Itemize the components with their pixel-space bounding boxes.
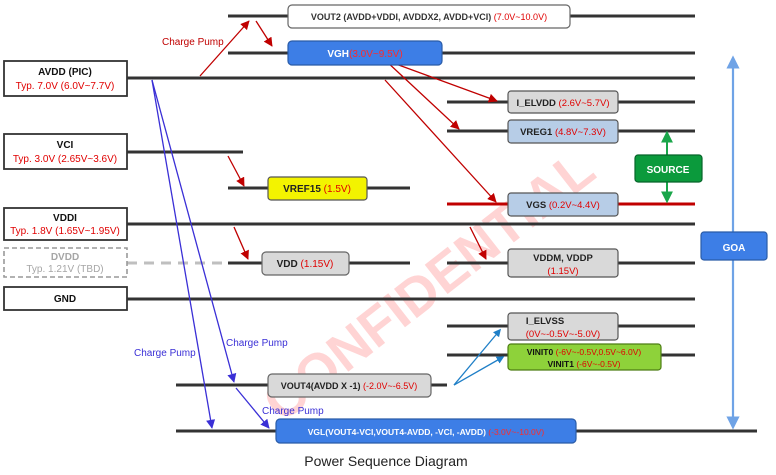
vgl-name: VGL(VOUT4-VCI,VOUT4-AVDD, -VCI, -AVDD) bbox=[308, 427, 489, 437]
box-vgs: VGS (0.2V~4.4V) bbox=[507, 192, 619, 217]
box-vgh: VGH(3.0V~9.5V) bbox=[287, 40, 443, 66]
svg-text:VGH(3.0V~9.5V): VGH(3.0V~9.5V) bbox=[327, 49, 402, 60]
box-vgl: VGL(VOUT4-VCI,VOUT4-AVDD, -VCI, -AVDD) (… bbox=[275, 418, 577, 444]
source-vddi: VDDI Typ. 1.8V (1.65V~1.95V) bbox=[3, 207, 128, 241]
avdd-name: AVDD (PIC) bbox=[38, 67, 92, 78]
source-name: SOURCE bbox=[647, 165, 690, 176]
vgs-range: (0.2V~4.4V) bbox=[549, 200, 600, 211]
dvdd-range: Typ. 1.21V (TBD) bbox=[26, 264, 103, 275]
vout2-name: VOUT2 (AVDD+VDDI, AVDDX2, AVDD+VCI) bbox=[311, 12, 494, 22]
vddm-name: VDDM, VDDP bbox=[533, 253, 593, 264]
teal-arrows bbox=[453, 328, 505, 386]
diagram-caption: Power Sequence Diagram bbox=[304, 453, 467, 469]
source-dvdd: DVDD Typ. 1.21V (TBD) bbox=[3, 247, 128, 278]
svg-text:VINIT0 (-6V~-0.5V,0.5V~6.0V): VINIT0 (-6V~-0.5V,0.5V~6.0V) bbox=[527, 347, 642, 357]
vgh-range: (3.0V~9.5V) bbox=[349, 49, 403, 60]
box-i-elvss: I_ELVSS (0V~-0.5V~-5.0V) bbox=[507, 312, 619, 341]
source-gnd: GND bbox=[3, 286, 128, 311]
dvdd-name: DVDD bbox=[51, 252, 79, 263]
charge-pump-label-left: Charge Pump bbox=[134, 348, 196, 359]
red-arrows bbox=[199, 20, 498, 260]
vout2-range: (7.0V~10.0V) bbox=[494, 12, 547, 22]
vreg1-range: (4.8V~7.3V) bbox=[555, 127, 606, 138]
vdd-name: VDD bbox=[277, 259, 301, 270]
vgh-name: VGH bbox=[327, 49, 349, 60]
vddi-range: Typ. 1.8V (1.65V~1.95V) bbox=[10, 226, 120, 237]
svg-text:VINIT1 (-6V~-0.5V): VINIT1 (-6V~-0.5V) bbox=[548, 359, 621, 369]
vref15-range: (1.5V) bbox=[324, 184, 351, 195]
vdd-range: (1.15V) bbox=[301, 259, 334, 270]
svg-text:I_ELVDD (2.6V~5.7V): I_ELVDD (2.6V~5.7V) bbox=[516, 98, 609, 109]
box-vreg1: VREG1 (4.8V~7.3V) bbox=[507, 119, 619, 144]
i-elvss-name: I_ELVSS bbox=[526, 316, 564, 327]
blue-arrows bbox=[151, 79, 270, 429]
rails bbox=[127, 14, 757, 433]
charge-pump-label-mid: Charge Pump bbox=[226, 338, 288, 349]
vout4-range: (-2.0V~-6.5V) bbox=[363, 381, 417, 391]
box-vdd: VDD (1.15V) bbox=[261, 251, 350, 276]
box-vref15: VREF15 (1.5V) bbox=[267, 176, 368, 201]
gnd-name: GND bbox=[54, 294, 76, 305]
box-i-elvdd: I_ELVDD (2.6V~5.7V) bbox=[507, 90, 619, 114]
charge-pump-label-top: Charge Pump bbox=[162, 37, 224, 48]
charge-pump-label-bottom: Charge Pump bbox=[262, 406, 324, 417]
svg-text:VOUT2 (AVDD+VDDI, AVDDX2, AVDD: VOUT2 (AVDD+VDDI, AVDDX2, AVDD+VCI) (7.0… bbox=[311, 12, 547, 22]
svg-text:VREF15 (1.5V): VREF15 (1.5V) bbox=[283, 184, 351, 195]
box-vout2: VOUT2 (AVDD+VDDI, AVDDX2, AVDD+VCI) (7.0… bbox=[287, 4, 571, 29]
vref15-name: VREF15 bbox=[283, 184, 324, 195]
svg-text:VOUT4(AVDD X -1) (-2.0V~-6.5V): VOUT4(AVDD X -1) (-2.0V~-6.5V) bbox=[281, 381, 418, 391]
vgl-range: (-3.0V~-10.0V) bbox=[488, 427, 544, 437]
vreg1-name: VREG1 bbox=[520, 127, 555, 138]
box-source: SOURCE bbox=[634, 154, 703, 183]
vinit1-name: VINIT1 bbox=[548, 359, 577, 369]
svg-text:VDD (1.15V): VDD (1.15V) bbox=[277, 259, 334, 270]
source-vci: VCI Typ. 3.0V (2.65V~3.6V) bbox=[3, 133, 128, 170]
vinit1-range: (-6V~-0.5V) bbox=[576, 359, 620, 369]
box-vout4: VOUT4(AVDD X -1) (-2.0V~-6.5V) bbox=[267, 373, 432, 398]
svg-text:VGS (0.2V~4.4V): VGS (0.2V~4.4V) bbox=[526, 200, 600, 211]
vinit0-name: VINIT0 bbox=[527, 347, 556, 357]
vinit0-range: (-6V~-0.5V,0.5V~6.0V) bbox=[556, 347, 642, 357]
goa-name: GOA bbox=[723, 243, 746, 254]
box-goa: GOA bbox=[700, 231, 768, 261]
svg-text:VGL(VOUT4-VCI,VOUT4-AVDD, -VCI: VGL(VOUT4-VCI,VOUT4-AVDD, -VCI, -AVDD) (… bbox=[308, 427, 545, 437]
vci-range: Typ. 3.0V (2.65V~3.6V) bbox=[13, 154, 117, 165]
box-vddm-vddp: VDDM, VDDP (1.15V) bbox=[507, 248, 619, 278]
i-elvdd-name: I_ELVDD bbox=[516, 98, 558, 109]
vgs-name: VGS bbox=[526, 200, 549, 211]
i-elvss-range: (0V~-0.5V~-5.0V) bbox=[526, 329, 600, 340]
source-avdd: AVDD (PIC) Typ. 7.0V (6.0V~7.7V) bbox=[3, 60, 128, 97]
vci-name: VCI bbox=[57, 140, 74, 151]
svg-text:VREG1 (4.8V~7.3V): VREG1 (4.8V~7.3V) bbox=[520, 127, 606, 138]
box-vinit: VINIT0 (-6V~-0.5V,0.5V~6.0V) VINIT1 (-6V… bbox=[507, 343, 662, 371]
vddm-range: (1.15V) bbox=[547, 266, 578, 277]
vout4-name: VOUT4(AVDD X -1) bbox=[281, 381, 363, 391]
vddi-name: VDDI bbox=[53, 213, 77, 224]
i-elvdd-range: (2.6V~5.7V) bbox=[559, 98, 610, 109]
avdd-range: Typ. 7.0V (6.0V~7.7V) bbox=[16, 81, 115, 92]
